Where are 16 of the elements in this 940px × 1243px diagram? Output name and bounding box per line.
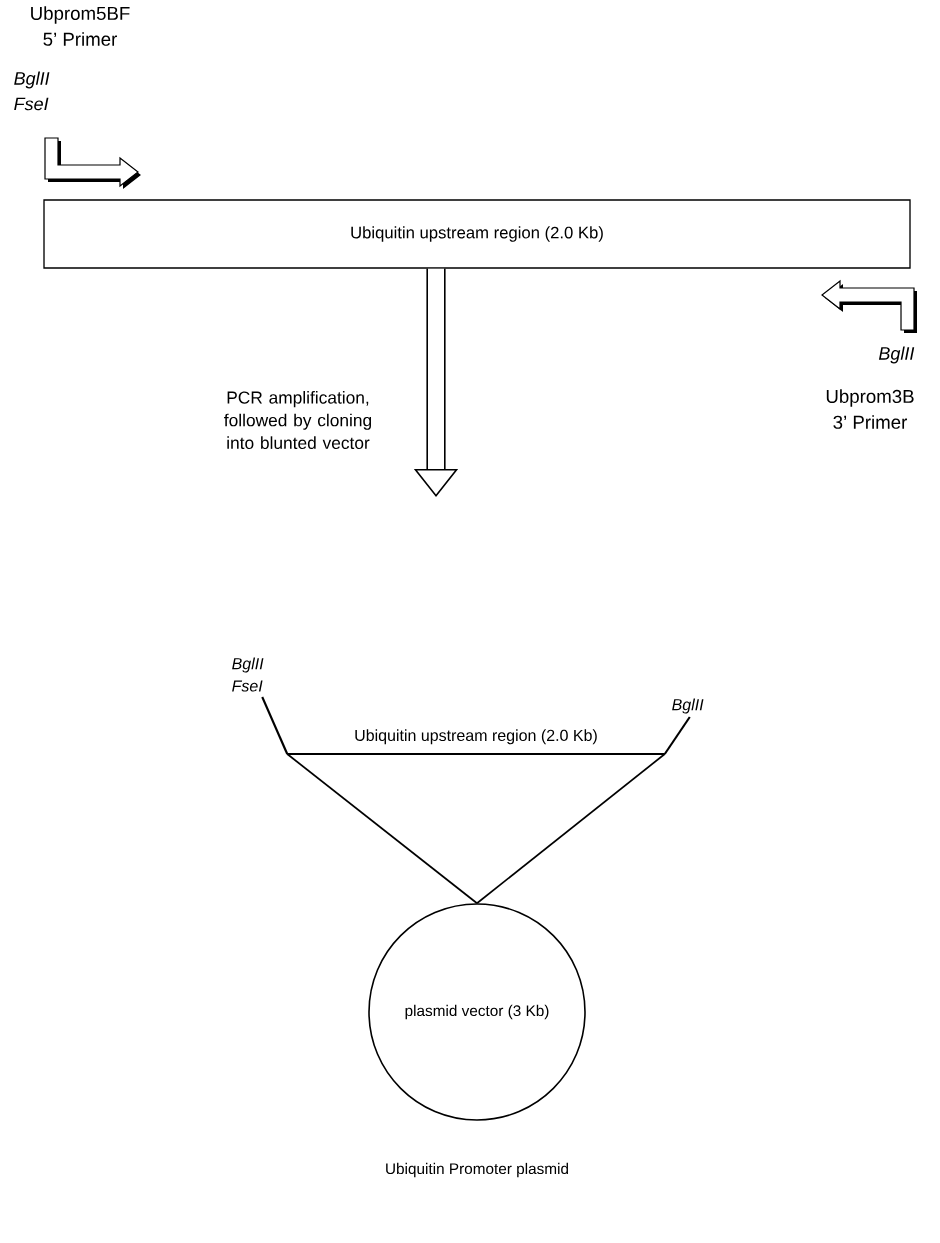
primer-label: Ubprom3B	[826, 389, 914, 407]
site-label: BglII	[232, 657, 264, 673]
site-label: BglII	[14, 71, 50, 89]
connector-line	[286, 753, 478, 905]
connector-line	[476, 753, 666, 905]
primer-label: 5’ Primer	[43, 32, 117, 46]
plasmid-label: Ubiquitin Promoter plasmid	[386, 1162, 568, 1178]
site-label: BglII	[672, 698, 704, 714]
site-label: FseI	[14, 97, 49, 111]
site-label: BglII	[878, 346, 915, 364]
primer-label: 3’ Primer	[833, 415, 907, 429]
primer-label: Ubprom5BF	[31, 6, 130, 24]
edge-label: PCR amplification, followed by cloning into blunted vector	[224, 390, 372, 450]
insert-line: Ubiquitin upstream region (2.0 Kb)	[287, 729, 665, 756]
region-box: Ubiquitin upstream region (2.0 Kb)	[43, 199, 911, 269]
site-label: FseI	[232, 680, 263, 692]
